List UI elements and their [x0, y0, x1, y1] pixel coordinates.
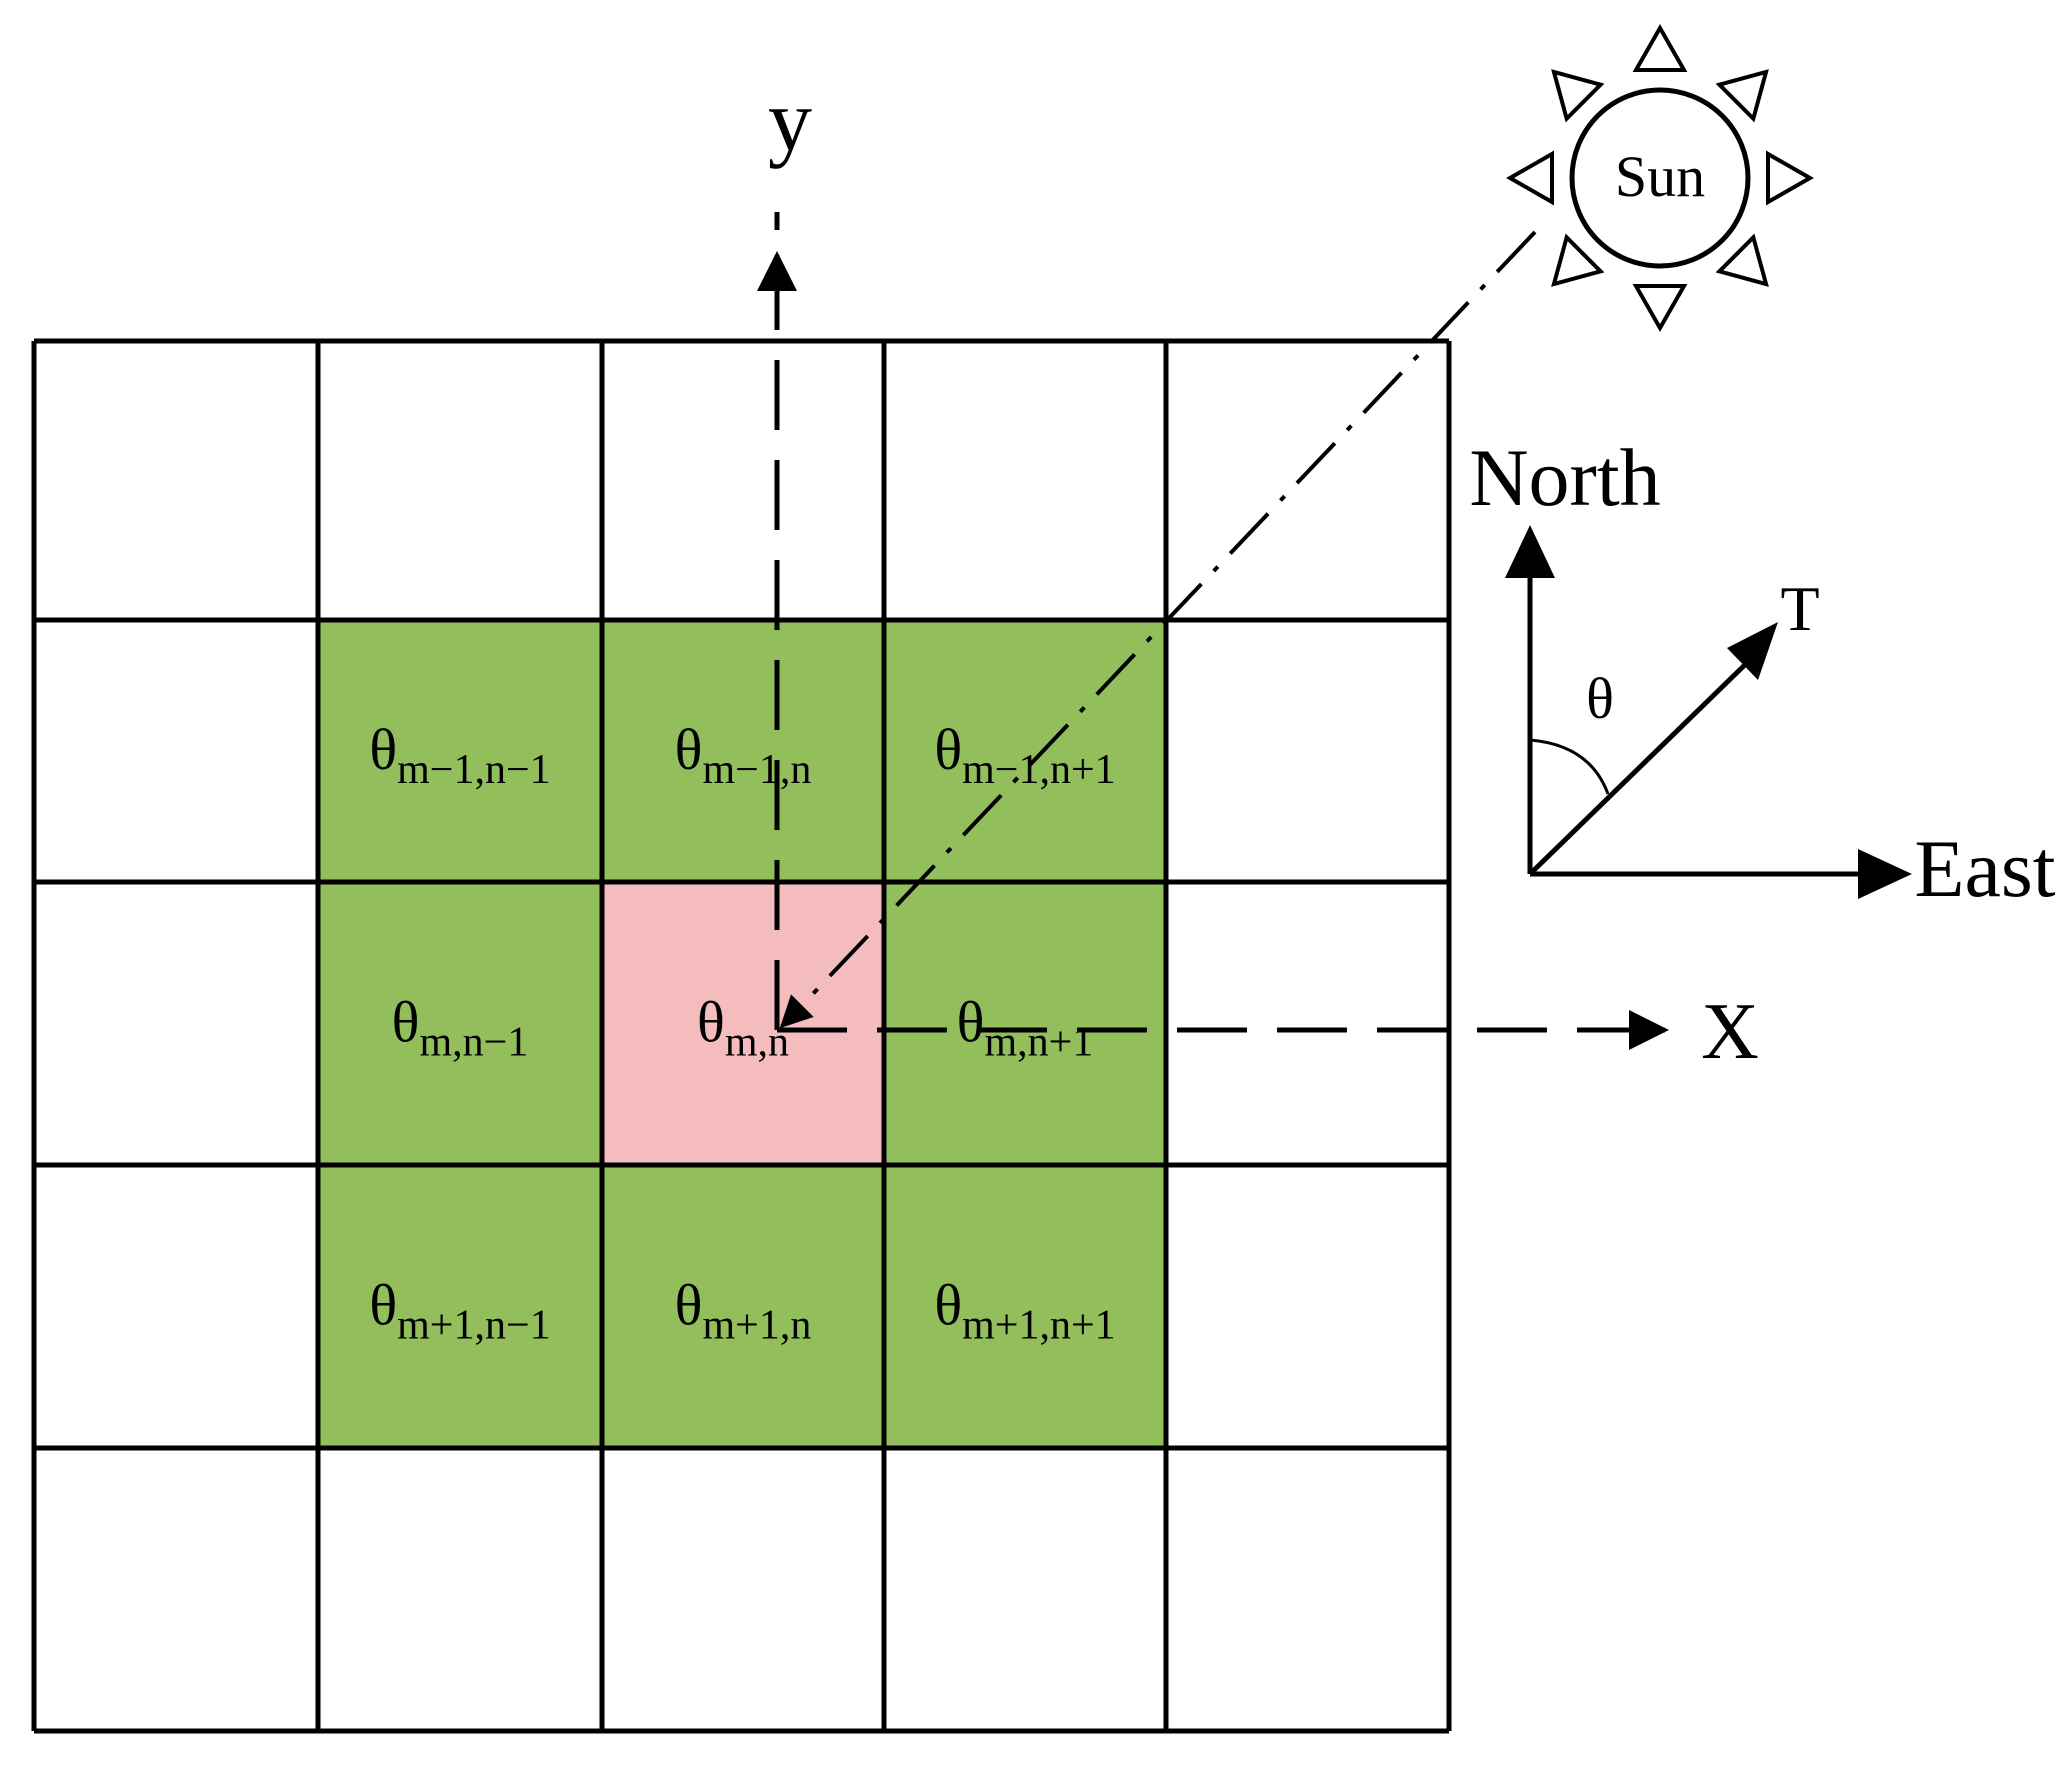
sun-label: Sun: [1615, 144, 1705, 209]
cell-label-m+1,n+1: θm+1,n+1: [934, 1273, 1115, 1349]
cell-m,n+1: [884, 882, 1166, 1165]
compass: North East T θ: [1469, 432, 2055, 914]
cell-symbol: θ: [697, 990, 725, 1055]
cell-symbol: θ: [369, 717, 397, 782]
cell-m-1,n+1: [884, 620, 1166, 882]
cell-symbol: θ: [369, 1273, 397, 1338]
cell-label-m+1,n: θm+1,n: [675, 1273, 812, 1349]
cell-symbol: θ: [675, 717, 703, 782]
cell-label-m-1,n: θm−1,n: [675, 717, 812, 793]
sun-ray-triangle: [1766, 150, 1815, 206]
cell-label-m-1,n-1: θm−1,n−1: [369, 717, 550, 793]
sun-ray-triangle: [1715, 233, 1769, 287]
vector-t-line: [1528, 653, 1757, 876]
vector-t-arrow-icon: [1727, 622, 1778, 680]
north-arrow-icon: [1505, 525, 1555, 578]
angle-theta-label: θ: [1586, 666, 1614, 731]
cell-symbol: θ: [934, 1273, 962, 1338]
cell-fills: [318, 620, 1166, 1448]
cell-subscript: m+1,n+1: [962, 1303, 1116, 1349]
sun-ray-triangle: [1505, 150, 1554, 206]
x-axis: X: [777, 988, 1759, 1076]
cell-m-1,n: [602, 620, 884, 882]
cell-subscript: m−1,n: [702, 747, 811, 793]
cell-subscript: m+1,n−1: [397, 1303, 551, 1349]
sun-ray-triangle: [1632, 284, 1688, 333]
north-label: North: [1469, 432, 1660, 523]
sun-disc: [1569, 87, 1751, 269]
cell-subscript: m−1,n−1: [397, 747, 551, 793]
vector-t-label: T: [1780, 573, 1819, 644]
sun-ray: [779, 230, 1537, 1029]
cell-m+1,n-1: [318, 1165, 602, 1448]
sun-ray-triangle: [1632, 23, 1688, 72]
sun-icon: Sun: [1505, 23, 1815, 333]
cell-subscript: m,n+1: [984, 1020, 1093, 1066]
cell-m+1,n+1: [884, 1165, 1166, 1448]
sun-rays: [1505, 23, 1815, 333]
y-axis: y: [757, 73, 812, 1030]
cell-label-m,n+1: θm,n+1: [957, 990, 1094, 1066]
sun-ray-line: [788, 230, 1537, 1020]
sun-ray-triangle: [1551, 69, 1605, 123]
sun-ray-triangle: [1715, 69, 1769, 123]
angle-arc: [1529, 738, 1610, 795]
cell-label-m,n-1: θm,n−1: [392, 990, 529, 1066]
cell-symbol: θ: [934, 717, 962, 782]
east-label: East: [1914, 823, 2055, 914]
sun-ray-triangle: [1551, 233, 1605, 287]
cell-m-1,n-1: [318, 620, 602, 882]
cell-m,n-center: [602, 882, 884, 1165]
cell-symbol: θ: [957, 990, 985, 1055]
cell-subscript: m+1,n: [702, 1303, 811, 1349]
cell-symbol: θ: [392, 990, 420, 1055]
cell-m,n-1: [318, 882, 602, 1165]
cell-symbol: θ: [675, 1273, 703, 1338]
east-arrow-icon: [1858, 849, 1912, 899]
cell-subscript: m,n−1: [419, 1020, 528, 1066]
cell-label-m+1,n-1: θm+1,n−1: [369, 1273, 550, 1349]
sun-ray-arrow-icon: [779, 994, 814, 1029]
y-axis-label: y: [768, 73, 812, 170]
grid-lines: [31, 338, 1452, 1734]
x-axis-label: X: [1701, 988, 1759, 1076]
cell-m+1,n: [602, 1165, 884, 1448]
